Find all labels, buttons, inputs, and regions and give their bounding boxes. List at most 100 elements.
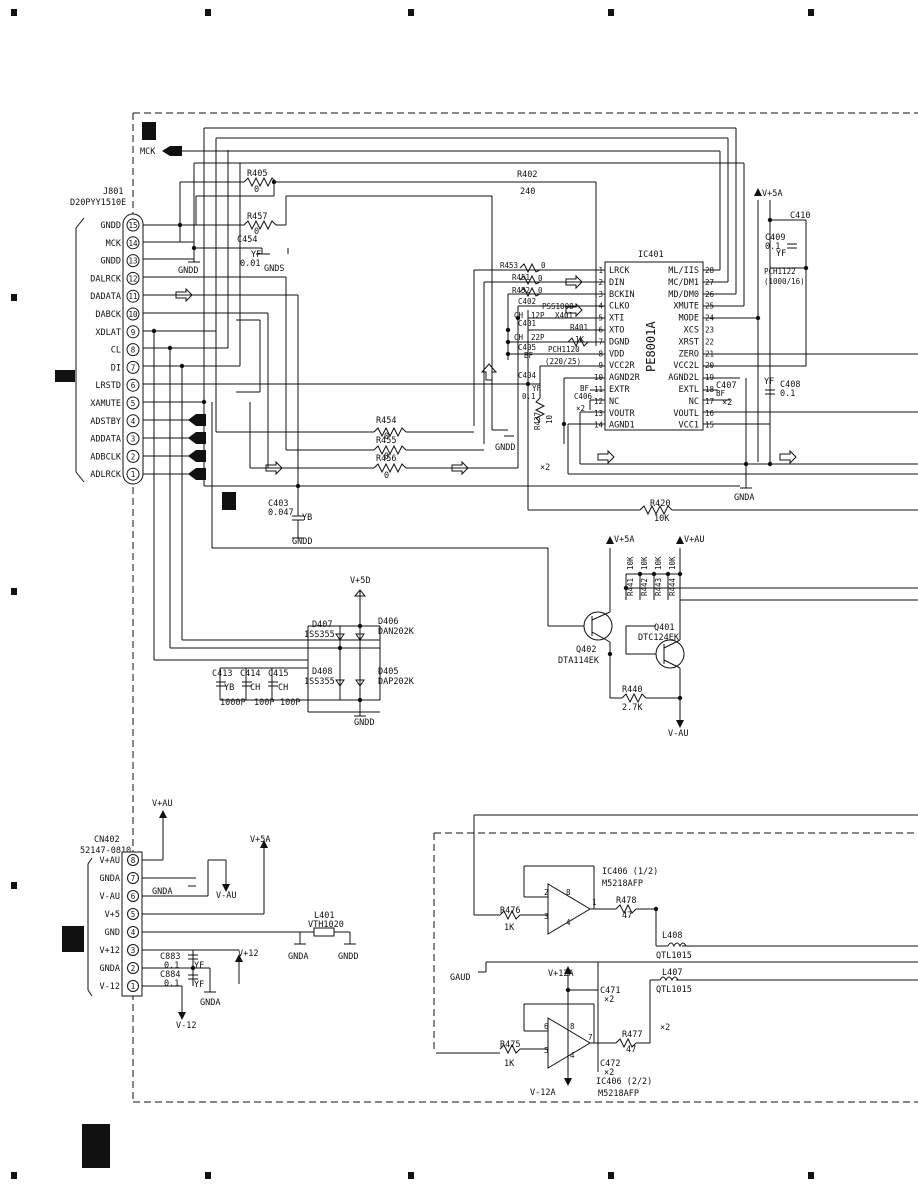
frame-marks xyxy=(11,9,814,1179)
ic401-pin-name: ML/IIS xyxy=(668,266,699,276)
c413-ref: C413 xyxy=(212,669,232,679)
r420-ref: R420 xyxy=(650,499,670,509)
r476-val: 1K xyxy=(504,923,515,933)
cn402-pin-circle xyxy=(127,872,139,884)
l407-part: QTL1015 xyxy=(656,985,692,995)
v-minus-au-label: V-AU xyxy=(216,891,236,901)
r457-ref: R457 xyxy=(247,212,267,222)
ic401-pin-name: XTI xyxy=(609,314,624,324)
ic401-pin-name: XTO xyxy=(609,326,624,336)
gndd-label-4: GNDD xyxy=(354,718,374,728)
v-au-bottom-label: V-AU xyxy=(668,729,688,739)
cn402-part: 52147-0810 xyxy=(80,846,131,856)
ic401-pin-name: VOUTR xyxy=(609,409,635,419)
cn402-pin-circle xyxy=(127,926,139,938)
c415-type: CH xyxy=(278,683,288,693)
ic401-body xyxy=(604,261,704,431)
j801-pin-number: 4 xyxy=(131,417,136,426)
j801-pin-circle xyxy=(126,396,140,410)
ic401-ref: IC401 xyxy=(638,250,664,260)
r478-ref: R478 xyxy=(616,896,636,906)
transistors xyxy=(583,611,685,669)
j801-pin-circle xyxy=(126,414,140,428)
d408-ref: D408 xyxy=(312,667,332,677)
ic406b-symbol xyxy=(547,1017,591,1069)
ic406a-pin2: 2 xyxy=(544,888,549,897)
j801-pin-label: DALRCK xyxy=(90,274,122,284)
v5a-q-label: V+5A xyxy=(614,535,634,545)
r437-val: 10 xyxy=(545,414,554,424)
ic401-pin-name: LRCK xyxy=(609,266,630,276)
ic401-pin-name: VCC2R xyxy=(609,361,635,371)
ic406b-pin8: 8 xyxy=(570,1022,575,1031)
r402-ref: R402 xyxy=(517,170,537,180)
cn402-pin-number: 4 xyxy=(131,928,136,937)
d406-part: DAN202K xyxy=(378,627,415,637)
x2-label-b: ×2 xyxy=(660,1023,670,1033)
r453-val: 0 xyxy=(541,261,546,270)
cn402-pin-label: V-12 xyxy=(100,982,120,992)
j801-pin-number: 7 xyxy=(131,363,136,372)
c410-rating: (1000/16) xyxy=(764,277,805,286)
gnds-label: GNDS xyxy=(264,264,284,274)
l401-ref: L401 xyxy=(314,911,334,921)
cn402-pin-label: V+12 xyxy=(100,946,120,956)
supply-arrows xyxy=(159,188,762,1086)
c405-ref: C405 xyxy=(518,343,536,352)
cn402-pin-label: GNDA xyxy=(100,964,120,974)
r457-val: 0 xyxy=(254,227,259,237)
ic401-pin-name: AGND1 xyxy=(609,421,635,431)
c414-type: CH xyxy=(250,683,260,693)
mck-port: MCK xyxy=(140,146,720,157)
c883-type: YF xyxy=(194,961,204,971)
r443-val: 10K xyxy=(654,556,663,570)
c405-type: BF xyxy=(524,351,534,360)
r452-val: 0 xyxy=(538,286,543,295)
gaud-label: GAUD xyxy=(450,973,470,983)
ic406b-pin7: 7 xyxy=(588,1033,593,1042)
cn402-pin: V-12 1 xyxy=(100,980,139,992)
j801-pin-label: ADBCLK xyxy=(90,452,122,462)
c406-ref: C406 xyxy=(574,392,593,401)
c454-val: 0.01 xyxy=(240,259,260,269)
cn402-pin-label: GNDA xyxy=(100,874,120,884)
cn402-pin-number: 1 xyxy=(131,982,136,991)
ic401-pin-name: NC xyxy=(689,397,699,407)
j801-pin-circle xyxy=(126,378,140,392)
c883-ref: C883 xyxy=(160,952,180,962)
c415-ref: C415 xyxy=(268,669,288,679)
r477-val: 47 xyxy=(626,1045,636,1055)
c454-type: YF xyxy=(251,250,261,260)
c404-ref: C404 xyxy=(518,371,537,380)
r451-val: 0 xyxy=(538,274,543,283)
r420-val: 10K xyxy=(654,514,670,524)
gndd-label-5: GNDD xyxy=(338,952,358,962)
ic401-pin-name: VCC1 xyxy=(679,421,699,431)
r456-val: 0 xyxy=(384,471,389,481)
j801-pin-number: 6 xyxy=(131,381,136,390)
ic406a-part: M5218AFP xyxy=(602,879,643,889)
c409-val: 0.1 xyxy=(765,242,780,252)
cn402-pin-label: V-AU xyxy=(100,892,120,902)
cn402-pin-label: GND xyxy=(105,928,120,938)
j801-pin-label: GNDD xyxy=(101,257,121,267)
d406-ref: D406 xyxy=(378,617,398,627)
j801-pin-circle xyxy=(126,254,140,268)
j801-pin-label: ADLRCK xyxy=(90,470,122,480)
junctions xyxy=(151,179,809,993)
ic401-pin-name: AGND2L xyxy=(668,373,699,383)
resistors xyxy=(243,176,673,1055)
c413-val: 1000P xyxy=(220,698,246,708)
